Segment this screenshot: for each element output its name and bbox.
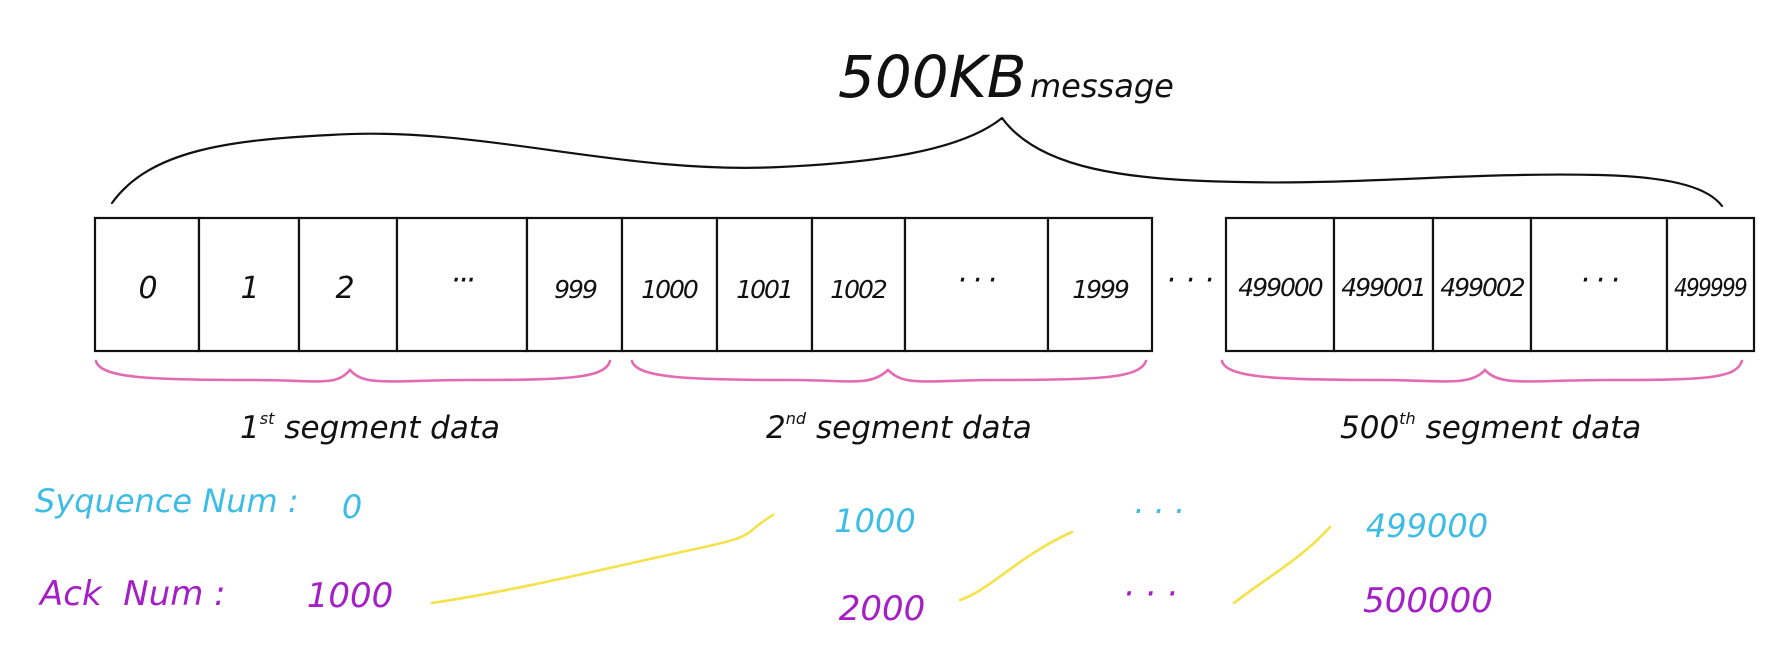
segment-2-brace [630, 359, 1148, 383]
cell-label: 499999 [1674, 273, 1747, 302]
cell-label: 999 [554, 275, 597, 304]
title-message: message [1030, 67, 1174, 105]
cell [810, 216, 907, 353]
cell-label: 499000 [1238, 273, 1323, 302]
segment-1-brace [94, 359, 612, 383]
cell [197, 216, 301, 353]
cell [1665, 216, 1756, 353]
cell [1529, 216, 1669, 353]
title-size: 500KB [838, 43, 1027, 111]
seq-value: · · · [1133, 492, 1184, 530]
segment-500-label: 500th segment data [1340, 409, 1641, 446]
segment-ordinal: th [1399, 409, 1415, 428]
ack-to-seq-connector [958, 530, 1074, 602]
cell-label: · · · [1580, 263, 1618, 298]
seq-value: 499000 [1366, 507, 1488, 545]
ack-to-seq-connector [1232, 525, 1332, 605]
cell-label: 1001 [736, 275, 792, 304]
ack-value: 1000 [307, 576, 394, 616]
cell [525, 216, 624, 353]
gap-ellipsis: · · · [1166, 263, 1214, 298]
cell-label: 0 [138, 271, 156, 306]
message-brace [110, 116, 1724, 208]
segment-1-label: 1st segment data [240, 409, 500, 446]
segment-500-cells: 499000 499001 499002 · · · 499999 [1224, 216, 1756, 353]
segment-ordinal: st [260, 409, 275, 428]
cell-label: ··· [451, 263, 474, 298]
segment-number: 1 [240, 410, 260, 446]
segment-number: 2 [766, 410, 786, 446]
seq-value: 1000 [834, 502, 915, 540]
cell-label: · · · [957, 263, 995, 298]
segment-1-cells: 0 1 2 ··· 999 [93, 216, 624, 353]
cell [93, 216, 201, 353]
segment-text: segment data [816, 410, 1032, 446]
segment-text: segment data [284, 410, 500, 446]
segment-500-brace [1220, 359, 1744, 383]
cell-label: 499001 [1341, 273, 1424, 302]
cell [1332, 216, 1435, 353]
cell-label: 1999 [1072, 275, 1129, 304]
sequence-num-label: Syquence Num : [35, 482, 299, 520]
cell-label: 499002 [1440, 273, 1525, 302]
cell [715, 216, 814, 353]
segment-ordinal: nd [786, 409, 807, 428]
segment-number: 500 [1340, 410, 1399, 446]
seq-value: 0 [342, 488, 362, 526]
segment-2-label: 2nd segment data [766, 409, 1032, 446]
cell-label: 1002 [830, 275, 887, 304]
cell [620, 216, 719, 353]
ack-to-seq-connector [430, 513, 775, 605]
cell-label: 1000 [641, 275, 698, 304]
cell [903, 216, 1050, 353]
ack-num-label: Ack Num : [38, 574, 226, 614]
ack-value: 500000 [1363, 581, 1493, 621]
cell [1046, 216, 1154, 353]
ack-value: · · · [1123, 574, 1177, 614]
segment-text: segment data [1426, 410, 1642, 446]
ack-value: 2000 [839, 589, 926, 629]
cell-label: 1 [240, 271, 257, 306]
cell [1431, 216, 1533, 353]
cell-label: 2 [335, 271, 353, 306]
cell [297, 216, 399, 353]
segment-2-cells: 1000 1001 1002 · · · 1999 [620, 216, 1154, 353]
